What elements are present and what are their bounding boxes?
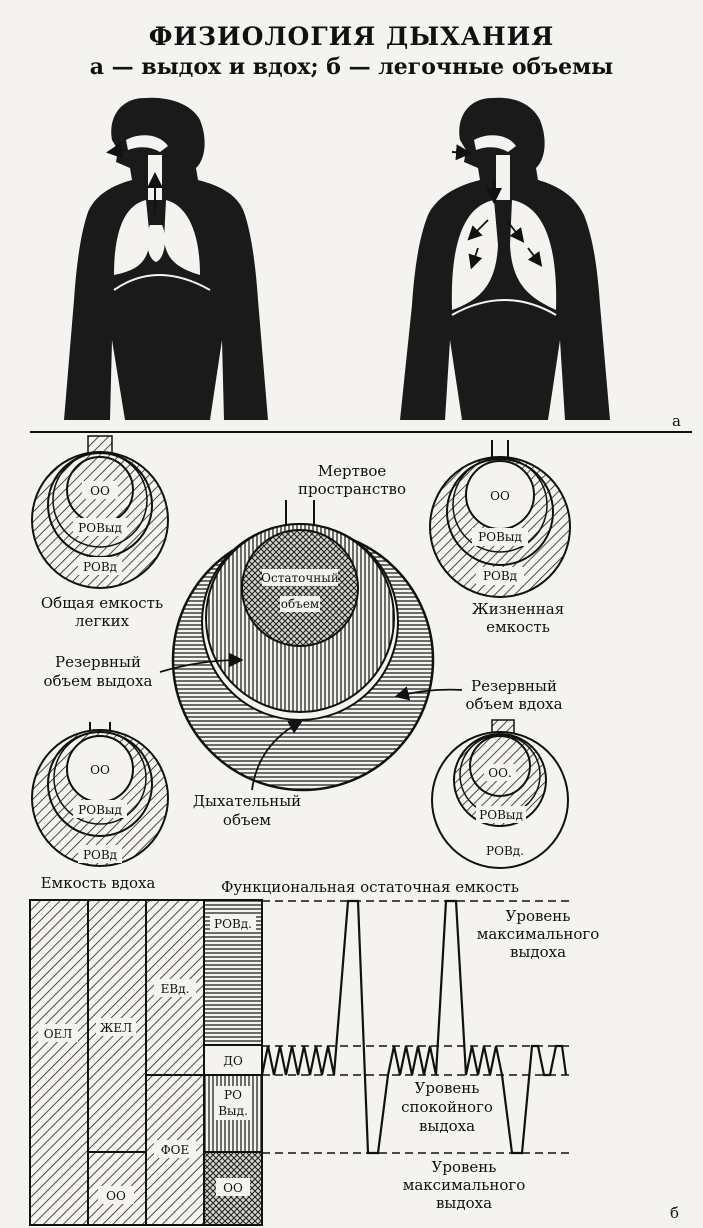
oo-label-ic: ОО [90,763,110,777]
oo-label: ОО [90,484,110,498]
circle-frc: ОО. РОВыд РОВд. [431,719,569,869]
tidal-label-2: объем [223,811,271,829]
circle-vital-capacity: ОО РОВыд РОВд [429,440,571,598]
rovyd-label-vc: РОВыд [478,530,522,544]
evd-label: ЕВд. [161,982,190,996]
level-max-bottom-3: выдоха [436,1194,492,1212]
level-max-top-1: Уровень [506,907,571,925]
do-label: ДО [223,1054,243,1068]
rovd-label-vc: РОВд [483,569,517,583]
panel-b-letter: б [670,1204,679,1222]
rovd-bar-label: РОВд. [214,917,252,931]
vital-capacity-caption-1: Жизненная [472,600,564,618]
dead-space-label-2: пространство [298,480,406,498]
ro-label: РО [224,1088,242,1102]
level-labels: Уровень максимального выдоха Уровень спо… [401,907,599,1212]
rovyd-label-ic: РОВыд [78,803,122,817]
total-capacity-caption-2: легких [75,612,130,630]
level-max-top-2: максимального [477,925,600,943]
oo2-bar-label: ОО [223,1181,243,1195]
exp-reserve-label-2: объем выдоха [44,672,153,690]
circle-total-capacity: ОО РОВыд РОВд [31,435,169,589]
spirogram-trace [260,899,568,1155]
insp-reserve-label-2: объем вдоха [465,695,562,713]
level-calm-1: Уровень [415,1079,480,1097]
exhale-silhouette [64,97,268,420]
level-calm-2: спокойного [401,1098,493,1116]
oo-label-vc: ОО [490,489,510,503]
vital-capacity-caption-2: емкость [486,618,550,636]
tidal-pointer [251,720,304,791]
page-title: ФИЗИОЛОГИЯ ДЫХАНИЯ [148,22,555,51]
tidal-label-1: Дыхательный [193,792,301,810]
oo-bar-label: ОО [106,1189,126,1203]
dead-space-label-1: Мертвое [318,462,387,480]
oo-label-frc: ОО. [488,766,512,780]
frc-caption: Функциональная остаточная емкость [221,878,519,896]
total-capacity-caption-1: Общая емкость [41,594,163,612]
bar-labels: ОЕЛ ЖЕЛ ОО ЕВд. ФОЕ РОВд. ДО РО Выд. ОО [38,914,256,1204]
oel-label: ОЕЛ [44,1027,73,1041]
zhel-label: ЖЕЛ [100,1021,132,1035]
inhale-silhouette [400,97,610,420]
rovd-label-ic: РОВд [83,848,117,862]
volume-bars [29,899,263,1226]
page-subtitle: а — выдох и вдох; б — легочные объемы [89,54,614,80]
panel-a-letter: а [672,412,681,430]
exp-reserve-pointer [159,652,244,673]
rovd-label: РОВд [83,560,117,574]
level-calm-3: выдоха [419,1117,475,1135]
foe-label: ФОЕ [161,1143,190,1157]
circle-inspiratory-capacity: ОО РОВыд РОВд [31,722,169,867]
level-max-top-3: выдоха [510,943,566,961]
exp-reserve-label-1: Резервный [55,653,141,671]
level-max-bottom-1: Уровень [432,1158,497,1176]
insp-reserve-pointer [394,686,463,701]
lung-volumes-circle: Остаточный объем [171,500,435,792]
residual-label-1: Остаточный [261,571,339,585]
residual-label-2: объем [281,597,320,611]
insp-reserve-label-1: Резервный [471,677,557,695]
inspiratory-capacity-caption: Емкость вдоха [41,874,156,892]
rovyd-label-frc: РОВыд [479,808,523,822]
level-max-bottom-2: максимального [403,1176,526,1194]
vyd-label: Выд. [218,1104,248,1118]
rovd-label-frc: РОВд. [486,844,524,858]
rovyd-label: РОВыд [78,521,122,535]
